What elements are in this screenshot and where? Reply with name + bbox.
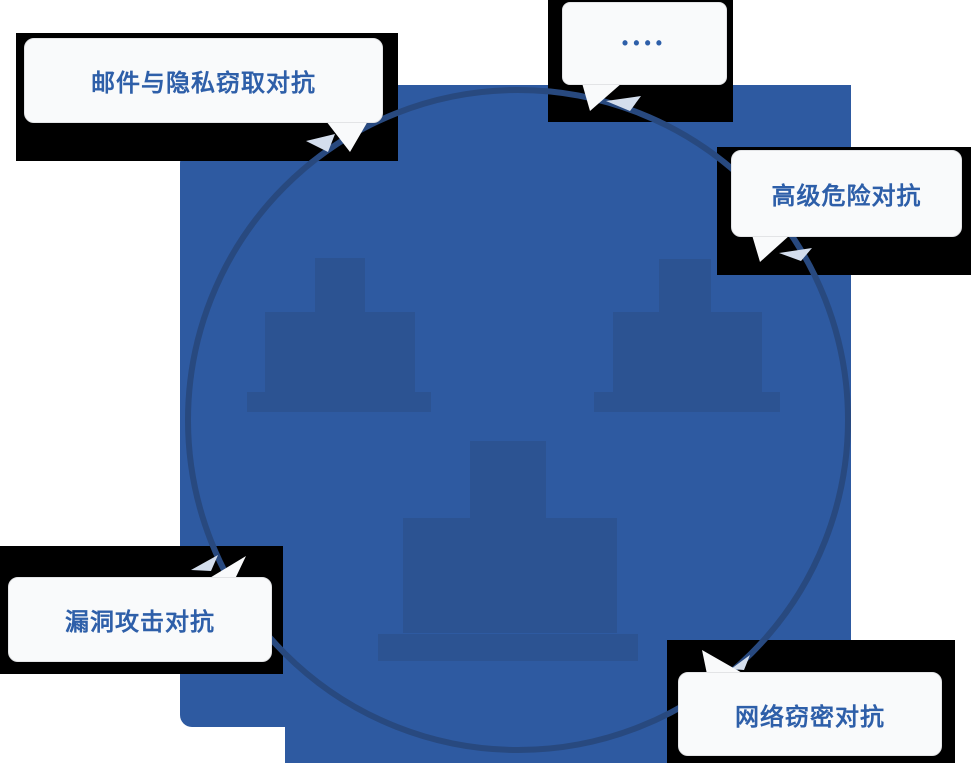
speech-bubble-email-privacy: 邮件与隐私窃取对抗 xyxy=(24,38,383,123)
bubble-label-advanced-threat: 高级危险对抗 xyxy=(771,183,922,210)
bubble-tail-fold-right xyxy=(779,248,812,261)
bubble-label-network-espionage: 网络窃密对抗 xyxy=(735,703,885,731)
speech-bubble-network-espionage: 网络窃密对抗 xyxy=(678,672,942,756)
pedestal-left-base-block xyxy=(247,392,431,412)
bubble-tail-bottom-left xyxy=(208,556,246,579)
pedestal-left-top-block xyxy=(315,258,365,312)
speech-bubble-vulnerability-attack: 漏洞攻击对抗 xyxy=(8,577,272,662)
pedestal-right-top-block xyxy=(659,259,711,312)
pedestal-left-mid-block xyxy=(265,312,415,392)
bubble-tail-bottom-right xyxy=(702,650,744,679)
pedestal-center-mid-block xyxy=(403,518,617,633)
orbit-ring xyxy=(185,87,851,753)
pedestal-center-base-block xyxy=(378,634,638,661)
bubble-tail-fold-top-left xyxy=(306,134,335,152)
pedestal-center-top-block xyxy=(470,441,546,518)
bubble-tail-fold-bottom-right xyxy=(731,655,750,670)
bubble-label-vulnerability-attack: 漏洞攻击对抗 xyxy=(65,609,215,636)
bubble-label-email-privacy: 邮件与隐私窃取对抗 xyxy=(91,70,316,97)
bubble-label-ellipsis: •••• xyxy=(621,33,668,53)
bubble-tail-right xyxy=(752,235,790,262)
speech-bubble-advanced-threat: 高级危险对抗 xyxy=(731,150,962,237)
pedestal-right-mid-block xyxy=(613,312,762,392)
bubble-tail-top-left xyxy=(326,121,368,152)
bubble-tail-fold-top-center xyxy=(606,96,641,111)
pedestal-right-base-block xyxy=(594,392,780,412)
bubble-tail-fold-bottom-left xyxy=(191,555,218,571)
bubble-tail-top-center xyxy=(582,83,622,111)
speech-bubble-ellipsis: •••• xyxy=(562,2,727,85)
